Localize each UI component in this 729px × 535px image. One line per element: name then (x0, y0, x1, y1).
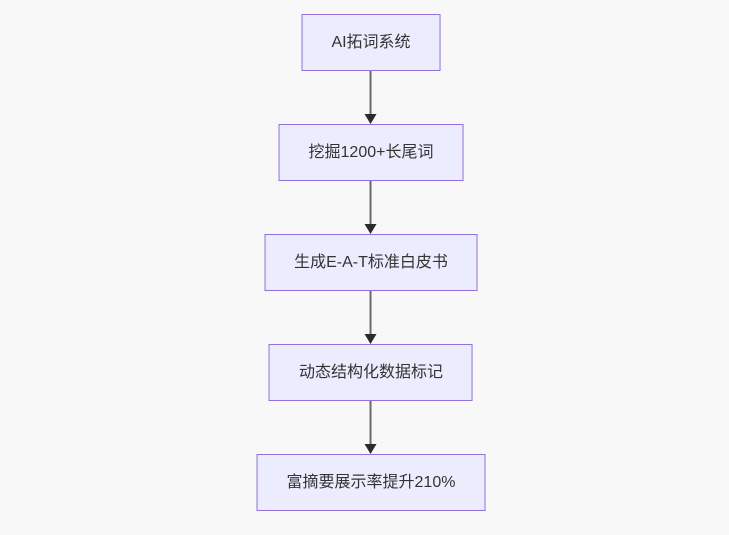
arrowhead-down-icon (365, 224, 377, 234)
arrowhead-down-icon (365, 114, 377, 124)
flow-node-mine-longtail-keywords: 挖掘1200+长尾词 (278, 124, 464, 181)
flow-node-rich-snippet-rate-increase: 富摘要展示率提升210% (256, 454, 486, 511)
arrowhead-down-icon (365, 444, 377, 454)
edge-3-4 (365, 291, 377, 344)
flowchart: AI拓词系统 挖掘1200+长尾词 生成E-A-T标准白皮书 动态结构化数据标记… (256, 14, 486, 511)
flow-node-generate-eat-whitepaper: 生成E-A-T标准白皮书 (264, 234, 478, 291)
flow-node-ai-word-expansion-system: AI拓词系统 (301, 14, 441, 71)
arrow-line (370, 71, 372, 115)
arrow-line (370, 401, 372, 445)
arrow-line (370, 291, 372, 335)
arrowhead-down-icon (365, 334, 377, 344)
edge-2-3 (365, 181, 377, 234)
flow-node-dynamic-structured-data-markup: 动态结构化数据标记 (268, 344, 473, 401)
edge-4-5 (365, 401, 377, 454)
arrow-line (370, 181, 372, 225)
edge-1-2 (365, 71, 377, 124)
